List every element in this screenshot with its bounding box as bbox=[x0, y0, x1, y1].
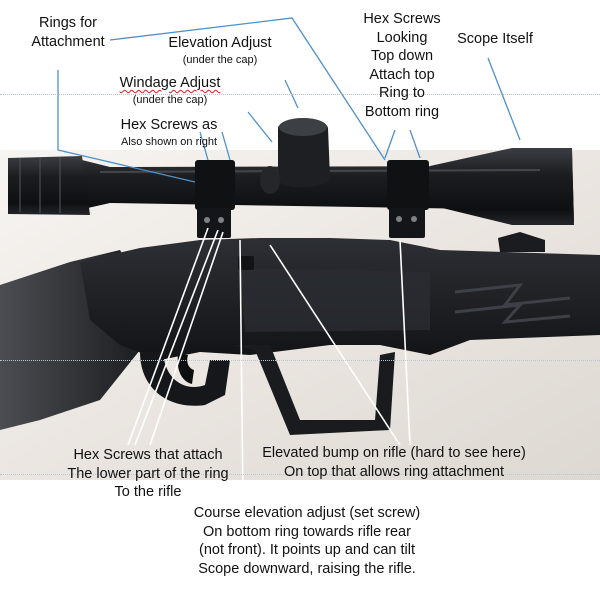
label-line: Hex Screws as bbox=[120, 117, 218, 133]
label-line: (not front). It points up and can tilt bbox=[198, 542, 415, 559]
label-line: Ring to bbox=[379, 85, 425, 102]
arrow-rings-top bbox=[109, 17, 386, 161]
label-line: Also shown on right bbox=[121, 135, 217, 148]
label-hex-screws-left: Hex Screws as Also shown on right bbox=[94, 116, 244, 149]
label-line: Bottom ring bbox=[364, 103, 440, 120]
label-line: Attachment bbox=[31, 33, 105, 50]
dotted-guide bbox=[0, 94, 600, 95]
windage-knob bbox=[260, 166, 280, 194]
label-rings-for-attachment: Rings for Attachment bbox=[26, 14, 110, 51]
arrow-hex-right-b bbox=[409, 129, 421, 159]
label-hex-screws-lower: Hex Screws that attach The lower part of… bbox=[50, 446, 246, 502]
white-pointer-lines bbox=[127, 227, 411, 501]
label-line: Top down bbox=[370, 48, 434, 65]
scope-eyepiece bbox=[8, 156, 90, 215]
dotted-guide bbox=[0, 360, 600, 361]
label-elevation-adjust: Elevation Adjust (under the cap) bbox=[150, 34, 290, 67]
label-line: Looking bbox=[376, 29, 428, 46]
front-sight bbox=[498, 232, 545, 252]
arrow-scope bbox=[487, 57, 521, 141]
label-line: Elevation Adjust bbox=[168, 35, 272, 51]
label-line: Scope downward, raising the rifle. bbox=[198, 560, 416, 577]
trigger-guard bbox=[140, 352, 230, 406]
left-scope-ring bbox=[195, 160, 235, 238]
eyepiece-knurling bbox=[19, 157, 61, 213]
label-line: Attach top bbox=[369, 66, 435, 83]
receiver-panel bbox=[240, 268, 430, 332]
label-line: Course elevation adjust (set screw) bbox=[193, 505, 421, 521]
label-line: Elevated bump on rifle (hard to see here… bbox=[262, 445, 526, 461]
label-line: Scope Itself bbox=[457, 31, 533, 47]
label-line: To the rifle bbox=[114, 484, 182, 501]
label-line: Hex Screws that attach bbox=[73, 447, 223, 463]
label-line: Rings for bbox=[38, 15, 98, 31]
cocking-lever bbox=[230, 345, 395, 435]
trigger bbox=[177, 355, 194, 384]
label-line: On bottom ring towards rifle rear bbox=[203, 523, 411, 540]
label-line: Windage Adjust bbox=[119, 75, 221, 91]
label-line: Hex Screws bbox=[363, 11, 441, 27]
rifle-button bbox=[238, 256, 254, 270]
arrow-hex-left-2 bbox=[221, 131, 231, 161]
blue-pointer-arrows bbox=[57, 17, 521, 183]
scope-objective-bell bbox=[430, 148, 574, 225]
label-elevated-bump: Elevated bump on rifle (hard to see here… bbox=[258, 444, 530, 481]
elevation-turret bbox=[278, 119, 330, 188]
label-windage-adjust: Windage Adjust (under the cap) bbox=[104, 74, 236, 107]
right-scope-ring bbox=[387, 160, 429, 238]
turret-cap-top bbox=[279, 118, 327, 136]
arrow-hex-left bbox=[199, 131, 209, 161]
arrow-hex-right-a bbox=[384, 129, 396, 159]
label-line: (under the cap) bbox=[182, 53, 258, 66]
label-scope-itself: Scope Itself bbox=[452, 30, 538, 49]
label-line: The lower part of the ring bbox=[67, 465, 229, 482]
label-line: On top that allows ring attachment bbox=[283, 463, 505, 480]
label-hex-screws-right: Hex Screws Looking Top down Attach top R… bbox=[352, 10, 452, 121]
dotted-guide bbox=[0, 474, 600, 475]
forearm-ribs bbox=[454, 283, 571, 324]
arrow-windage bbox=[247, 111, 273, 143]
arrow-rings bbox=[57, 70, 196, 183]
label-course-elevation: Course elevation adjust (set screw) On b… bbox=[176, 504, 438, 578]
label-line: (under the cap) bbox=[132, 93, 208, 106]
